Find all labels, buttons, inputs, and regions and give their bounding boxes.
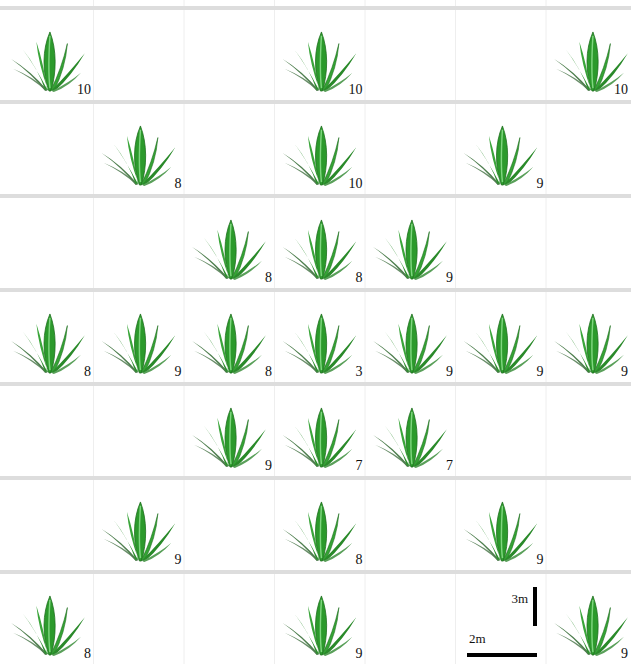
- plant-icon: [554, 314, 628, 374]
- row-line: [0, 288, 631, 292]
- plant-icon: [373, 314, 447, 374]
- plant-icon: [373, 220, 447, 280]
- plant-count: 8: [175, 176, 182, 192]
- plant-icon: [11, 314, 85, 374]
- scale-label: 3m: [511, 591, 528, 607]
- plant-icon: [102, 314, 176, 374]
- plant-icon: [11, 596, 85, 656]
- plant-count: 9: [537, 176, 544, 192]
- plant-count: 9: [446, 270, 453, 286]
- plant-icon: [283, 32, 357, 92]
- plant-icon: [102, 502, 176, 562]
- plant-icon: [373, 408, 447, 468]
- plant-count: 8: [356, 270, 363, 286]
- plant-count: 8: [265, 364, 272, 380]
- grid-line: [365, 0, 366, 664]
- plant-count: 8: [84, 646, 91, 662]
- grid-line: [455, 0, 456, 664]
- scale-line-horizontal: [467, 653, 537, 657]
- grid-line: [546, 0, 547, 664]
- plant-count: 7: [446, 458, 453, 474]
- plant-icon: [11, 32, 85, 92]
- plant-count: 9: [621, 364, 628, 380]
- plant-count: 9: [175, 364, 182, 380]
- grid-line: [274, 0, 275, 664]
- row-line: [0, 476, 631, 480]
- plant-count: 9: [537, 364, 544, 380]
- grid-line: [184, 0, 185, 664]
- plant-count: 10: [349, 82, 363, 98]
- plant-count: 8: [265, 270, 272, 286]
- scale-line-vertical: [533, 587, 537, 626]
- plant-count: 9: [265, 458, 272, 474]
- plant-count: 10: [77, 82, 91, 98]
- plant-count: 8: [356, 552, 363, 568]
- row-line: [0, 570, 631, 574]
- row-line: [0, 382, 631, 386]
- plant-icon: [283, 408, 357, 468]
- plant-icon: [554, 596, 628, 656]
- plant-count: 8: [84, 364, 91, 380]
- scale-bar: [467, 587, 537, 655]
- plant-count: 10: [349, 176, 363, 192]
- plant-count: 9: [446, 364, 453, 380]
- plant-count: 10: [614, 82, 628, 98]
- plants: [11, 32, 628, 656]
- plant-icon: [283, 220, 357, 280]
- plant-count: 3: [356, 364, 363, 380]
- plant-icon: [283, 596, 357, 656]
- row-line: [0, 194, 631, 198]
- plant-count: 9: [356, 646, 363, 662]
- plant-count: 9: [537, 552, 544, 568]
- scale-label: 2m: [469, 631, 486, 647]
- plant-count: 7: [356, 458, 363, 474]
- plant-icon: [464, 502, 538, 562]
- plant-icon: [192, 408, 266, 468]
- row-line: [0, 100, 631, 104]
- plant-icon: [102, 126, 176, 186]
- plant-count: 9: [621, 646, 628, 662]
- plant-icon: [464, 126, 538, 186]
- plant-icon: [192, 314, 266, 374]
- plant-icon: [283, 314, 357, 374]
- plant-icon: [283, 126, 357, 186]
- plant-icon: [192, 220, 266, 280]
- row-line: [0, 6, 631, 10]
- plant-icon: [464, 314, 538, 374]
- plant-icon: [283, 502, 357, 562]
- grid-line: [93, 0, 94, 664]
- plant-count: 9: [175, 552, 182, 568]
